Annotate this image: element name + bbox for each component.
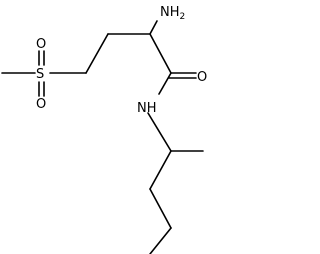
amine-nh2-label: NH2 [160,5,185,22]
sulfonyl-oxygen-bottom-label: O [36,97,46,112]
bond-alpha-nh2 [149,20,158,35]
bond-amide-n-ch [147,112,172,152]
sulfur-label: S [36,67,44,82]
bond-ch2-ch2 [85,33,109,74]
atom-labels: NH2 S O O O NH [36,5,207,116]
molecule-diagram: NH2 S O O O NH [1,5,207,254]
bond-carbonyl-amide-n [158,72,172,95]
bonds [1,20,204,254]
carbonyl-oxygen-label: O [197,70,207,85]
amide-nh-label: NH [137,101,157,116]
bond-ch-propyl-1 [149,150,172,190]
bond-propyl-2 [149,188,172,229]
bond-alpha-carbonyl [149,33,172,74]
sulfonyl-oxygen-top-label: O [36,37,46,52]
bond-propyl-3 [149,227,172,254]
